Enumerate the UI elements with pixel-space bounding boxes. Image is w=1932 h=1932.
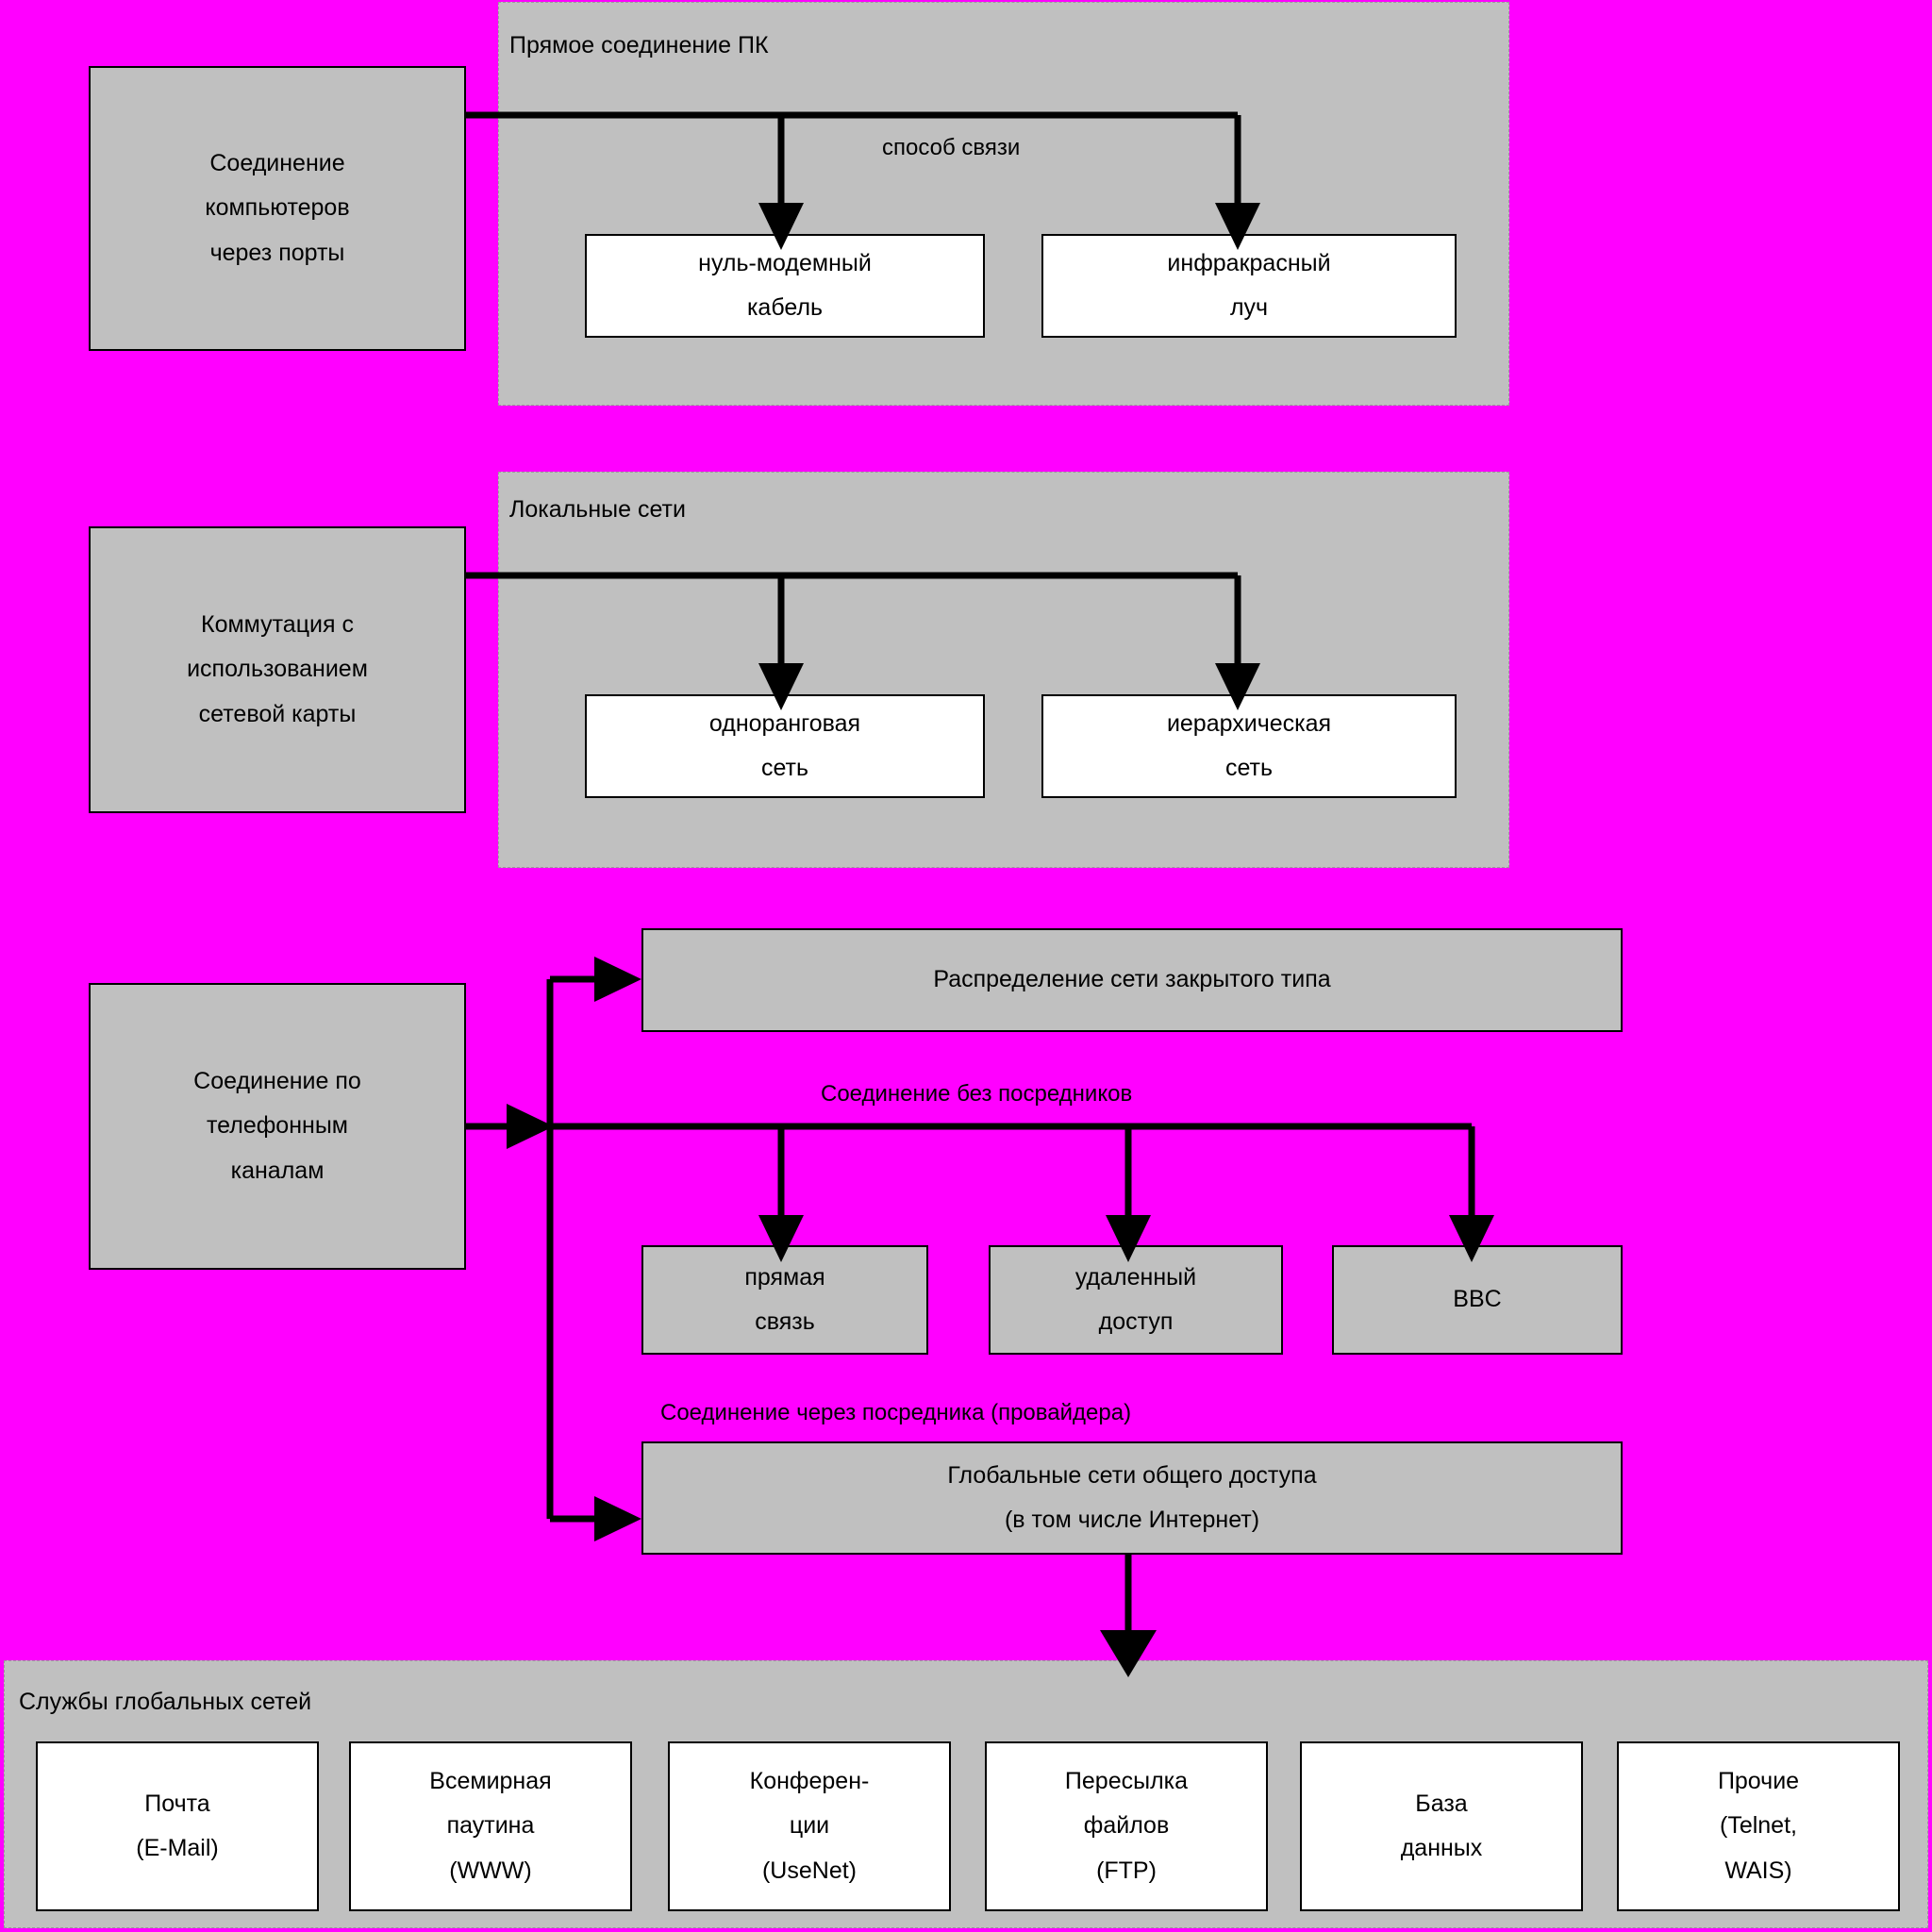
box-line: использованием: [187, 656, 368, 683]
box-line: сеть: [760, 755, 809, 781]
box-global-public-networks[interactable]: Глобальные сети общего доступа (в том чи…: [641, 1441, 1623, 1555]
box-line: прямая: [744, 1263, 825, 1291]
box-bbc[interactable]: BBC: [1332, 1245, 1623, 1355]
service-box-www[interactable]: Всемирная паутина (WWW): [349, 1741, 632, 1911]
box-connect-via-ports[interactable]: Соединение компьютеров через порты: [89, 66, 466, 351]
box-line: каналам: [230, 1157, 325, 1184]
box-direct-communication[interactable]: прямая связь: [641, 1245, 928, 1355]
service-box-other[interactable]: Прочие (Telnet, WAIS): [1617, 1741, 1900, 1911]
box-line: через порты: [209, 239, 345, 266]
edge-label-method-of-communication: способ связи: [882, 135, 1021, 160]
box-line: Всемирная: [429, 1767, 552, 1794]
box-line: Конферен-: [749, 1767, 870, 1794]
box-line: кабель: [746, 294, 824, 321]
group-direct-connection: [498, 2, 1509, 406]
box-line: ции: [789, 1812, 830, 1840]
box-line: Почта: [144, 1790, 210, 1817]
group-global-network-services: [4, 1660, 1928, 1928]
box-null-modem-cable[interactable]: нуль-модемный кабель: [585, 234, 985, 338]
box-line: Пересылка: [1064, 1767, 1189, 1794]
box-switching-via-nic[interactable]: Коммутация с использованием сетевой карт…: [89, 526, 466, 813]
box-line: (Telnet,: [1720, 1812, 1797, 1840]
box-line: инфракрасный: [1167, 249, 1331, 276]
box-remote-access[interactable]: удаленный доступ: [989, 1245, 1283, 1355]
box-line: одноранговая: [708, 709, 861, 737]
group-local-networks: [498, 472, 1509, 868]
box-line: Распределение сети закрытого типа: [933, 966, 1331, 993]
box-line: (FTP): [1096, 1857, 1157, 1884]
box-infrared-beam[interactable]: инфракрасный луч: [1041, 234, 1457, 338]
box-line: иерархическая: [1166, 709, 1332, 737]
box-line: доступ: [1098, 1308, 1174, 1335]
box-peer-to-peer-network[interactable]: одноранговая сеть: [585, 694, 985, 798]
box-line: телефонным: [207, 1112, 348, 1140]
box-line: файлов: [1083, 1812, 1170, 1840]
box-line: BBC: [1453, 1286, 1502, 1313]
box-line: (UseNet): [761, 1857, 857, 1884]
box-line: Коммутация с: [201, 610, 354, 638]
box-hierarchical-network[interactable]: иерархическая сеть: [1041, 694, 1457, 798]
box-line: Соединение по: [193, 1067, 361, 1094]
box-telephone-channels[interactable]: Соединение по телефонным каналам: [89, 983, 466, 1270]
box-line: Прочие: [1717, 1767, 1800, 1794]
box-line: луч: [1229, 294, 1269, 321]
box-line: WAIS): [1724, 1857, 1792, 1884]
box-line: База: [1415, 1790, 1468, 1817]
box-line: нуль-модемный: [698, 249, 872, 276]
box-line: данных: [1400, 1835, 1483, 1861]
group-direct-connection-label: Прямое соединение ПК: [509, 32, 769, 58]
box-line: Соединение: [209, 149, 345, 176]
box-line: сетевой карты: [198, 700, 357, 727]
edge-label-connection-without-intermediaries: Соединение без посредников: [821, 1081, 1133, 1107]
service-box-database[interactable]: База данных: [1300, 1741, 1583, 1911]
group-global-network-services-label: Службы глобальных сетей: [19, 1689, 312, 1715]
box-closed-type-network-distribution[interactable]: Распределение сети закрытого типа: [641, 928, 1623, 1032]
box-line: (WWW): [449, 1857, 532, 1884]
box-line: паутина: [446, 1812, 535, 1840]
box-line: компьютеров: [205, 194, 350, 222]
box-line: удаленный: [1074, 1263, 1197, 1291]
box-line: Глобальные сети общего доступа: [947, 1461, 1317, 1489]
box-line: связь: [755, 1308, 815, 1335]
box-line: (в том числе Интернет): [1004, 1507, 1260, 1533]
service-box-usenet[interactable]: Конферен- ции (UseNet): [668, 1741, 951, 1911]
service-box-ftp[interactable]: Пересылка файлов (FTP): [985, 1741, 1268, 1911]
arrowhead-right-closed-network: [594, 957, 641, 1002]
group-local-networks-label: Локальные сети: [509, 496, 686, 523]
service-box-mail[interactable]: Почта (E-Mail): [36, 1741, 319, 1911]
box-line: (E-Mail): [136, 1835, 219, 1861]
arrowhead-right-global-network: [594, 1496, 641, 1541]
arrowhead-right-tel-junction: [507, 1104, 554, 1149]
edge-label-connection-via-provider: Соединение через посредника (провайдера): [660, 1400, 1132, 1425]
box-line: сеть: [1224, 755, 1274, 781]
